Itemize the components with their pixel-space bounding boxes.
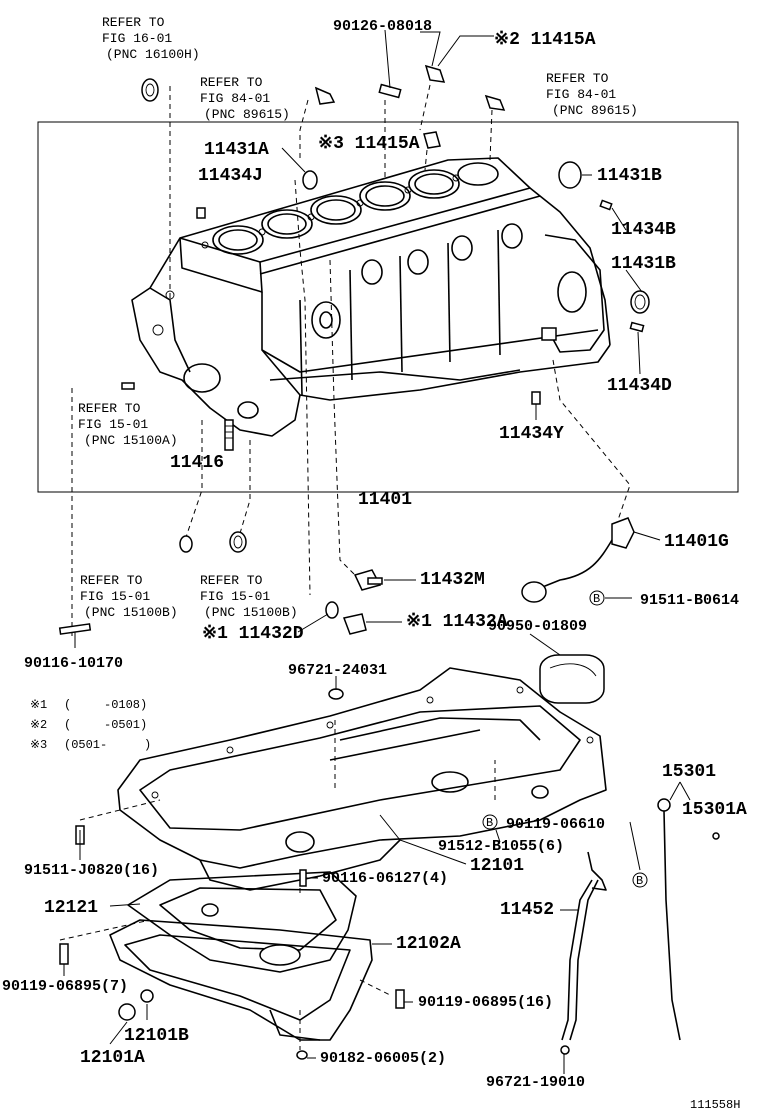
ref-fig16-line1: REFER TO xyxy=(102,15,165,30)
oil-pan-lower-drawing xyxy=(59,825,405,1060)
top-external-parts xyxy=(141,64,506,149)
label-90119-06895-7: 90119-06895(7) xyxy=(2,978,128,995)
label-90950-01809: 90950-01809 xyxy=(488,618,587,635)
ref-fig16-line3: (PNC 16100H) xyxy=(106,47,200,62)
label-11432A: ※1 11432A xyxy=(406,612,508,632)
label-11415A-3: ※3 11415A xyxy=(318,134,420,154)
ref-fig16-line2: FIG 16-01 xyxy=(102,31,172,46)
figure-code: 111558H xyxy=(690,1098,740,1112)
label-11434D: 11434D xyxy=(607,376,672,396)
note-3-close: ) xyxy=(144,738,151,752)
label-11431B-right: 11431B xyxy=(611,254,676,274)
label-90119-06610: 90119-06610 xyxy=(506,816,605,833)
ref-fig84-left-line3: (PNC 89615) xyxy=(204,107,290,122)
note-2-open: ( xyxy=(64,718,71,732)
note-2-mark: ※2 xyxy=(30,718,47,732)
middle-parts xyxy=(58,517,635,704)
ref-fig15b-left-line3: (PNC 15100B) xyxy=(84,605,178,620)
engine-block-frame xyxy=(37,121,739,493)
ref-fig15a-line3: (PNC 15100A) xyxy=(84,433,178,448)
label-96721-24031: 96721-24031 xyxy=(288,662,387,679)
label-12101B: 12101B xyxy=(124,1026,189,1046)
label-12101A: 12101A xyxy=(80,1048,145,1068)
ref-fig15b-right-line1: REFER TO xyxy=(200,573,263,588)
label-11434B: 11434B xyxy=(611,220,676,240)
label-90116-06127: 90116-06127(4) xyxy=(322,870,448,887)
label-15301: 15301 xyxy=(662,762,716,782)
label-91511-B0614: 91511-B0614 xyxy=(640,592,739,609)
callout-b-91512-B1055 xyxy=(482,814,498,830)
callout-b-dipstick-label: B xyxy=(636,874,643,888)
callout-b-dipstick xyxy=(632,872,648,888)
oil-pan-upper-drawing xyxy=(117,667,607,891)
note-3-mark: ※3 xyxy=(30,738,47,752)
label-12102A: 12102A xyxy=(396,934,461,954)
label-90116-10170: 90116-10170 xyxy=(24,655,123,672)
label-11434J: 11434J xyxy=(198,166,263,186)
note-2-range: -0501) xyxy=(104,718,147,732)
label-11416: 11416 xyxy=(170,453,224,473)
leader-lines xyxy=(63,29,691,1074)
label-90119-06895-16: 90119-06895(16) xyxy=(418,994,553,1011)
ref-fig84-left-line1: REFER TO xyxy=(200,75,263,90)
label-12121: 12121 xyxy=(44,898,98,918)
label-11431B-top: 11431B xyxy=(597,166,662,186)
note-1-mark: ※1 xyxy=(30,698,47,712)
cylinder-block-drawing xyxy=(131,157,611,437)
note-3-open: (0501- xyxy=(64,738,107,752)
label-12101: 12101 xyxy=(470,856,524,876)
application-notes: ※1 ( -0108) ※2 ( -0501) ※3 (0501- ) xyxy=(30,698,151,752)
ref-fig84-left-line2: FIG 84-01 xyxy=(200,91,270,106)
label-11452: 11452 xyxy=(500,900,554,920)
block-small-parts xyxy=(121,161,650,451)
label-11432M: 11432M xyxy=(420,570,485,590)
label-90126-08018: 90126-08018 xyxy=(333,18,432,35)
label-11401: 11401 xyxy=(358,490,412,510)
ref-fig84-right-line2: FIG 84-01 xyxy=(546,87,616,102)
ref-fig15b-left-line2: FIG 15-01 xyxy=(80,589,150,604)
note-1-open: ( xyxy=(64,698,71,712)
ref-fig84-right-line1: REFER TO xyxy=(546,71,609,86)
label-91512-B1055: 91512-B1055(6) xyxy=(438,838,564,855)
dipstick-and-tube xyxy=(560,798,720,1055)
reference-notes: REFER TO FIG 16-01 (PNC 16100H) REFER TO… xyxy=(78,15,638,620)
ref-fig15b-right-line2: FIG 15-01 xyxy=(200,589,270,604)
callout-b-91511-B0614-label: B xyxy=(593,592,600,606)
ref-fig15a-line1: REFER TO xyxy=(78,401,141,416)
note-1-range: -0108) xyxy=(104,698,147,712)
label-90182-06005: 90182-06005(2) xyxy=(320,1050,446,1067)
part-labels: 90126-08018 ※2 11415A ※3 11415A 11431A 1… xyxy=(2,18,747,1091)
callout-markers: B B B xyxy=(482,590,648,888)
label-11415A-2: ※2 11415A xyxy=(494,30,596,50)
ref-fig15a-line2: FIG 15-01 xyxy=(78,417,148,432)
label-91511-J0820: 91511-J0820(16) xyxy=(24,862,159,879)
label-15301A: 15301A xyxy=(682,800,747,820)
ref-fig15b-left-line1: REFER TO xyxy=(80,573,143,588)
label-11432D: ※1 11432D xyxy=(202,624,304,644)
ref-fig84-right-line3: (PNC 89615) xyxy=(552,103,638,118)
callout-b-91512-B1055-label: B xyxy=(486,816,493,830)
label-11431A: 11431A xyxy=(204,140,269,160)
label-11401G: 11401G xyxy=(664,532,729,552)
callout-b-91511-B0614 xyxy=(589,590,605,606)
label-96721-19010: 96721-19010 xyxy=(486,1074,585,1091)
label-11434Y: 11434Y xyxy=(499,424,564,444)
ref-fig15b-right-line3: (PNC 15100B) xyxy=(204,605,298,620)
